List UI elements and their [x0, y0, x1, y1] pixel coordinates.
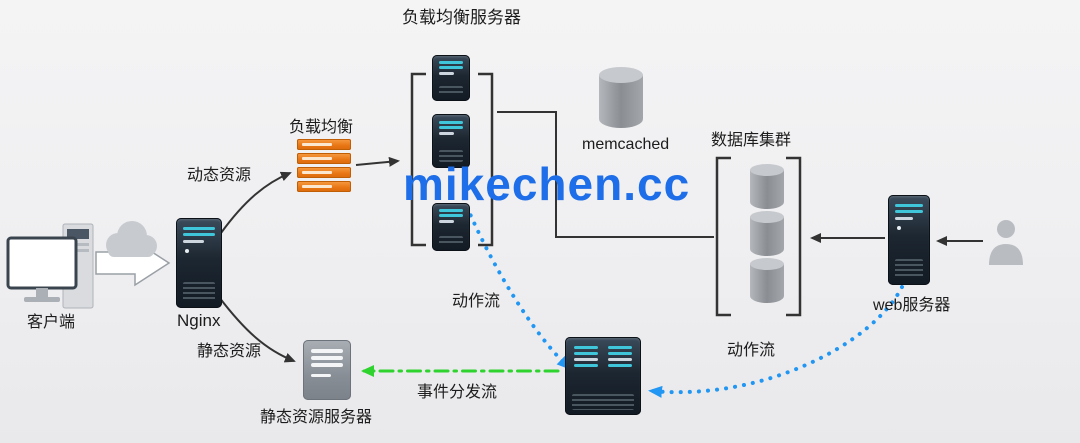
- nginx-server-icon: [176, 218, 222, 308]
- group-to-db-connector: [497, 111, 714, 238]
- lb-group-title: 负载均衡服务器: [402, 8, 521, 27]
- db-cylinder-icon-3: [748, 257, 786, 310]
- web-server-label: web服务器: [873, 297, 951, 314]
- event-dispatch-label: 事件分发流: [417, 384, 498, 401]
- load-balancer-label: 负载均衡: [289, 119, 354, 136]
- action-flow-left-label: 动作流: [452, 293, 501, 310]
- event-server-icon: [565, 337, 641, 415]
- nginx-to-static-arrow: [218, 296, 296, 363]
- lb-server-icon-3: [432, 203, 470, 251]
- lb-to-group-arrow: [355, 156, 400, 167]
- nginx-label: Nginx: [177, 311, 221, 330]
- db-cluster-bracket-right: [786, 156, 802, 317]
- user-icon: [986, 219, 1026, 272]
- dynamic-resources-label: 动态资源: [187, 167, 252, 184]
- lb-group-bracket-left: [410, 72, 426, 247]
- static-resources-label: 静态资源: [197, 343, 262, 360]
- db-cluster-bracket-left: [715, 156, 731, 317]
- lb-server-icon-2: [432, 114, 470, 168]
- action-flow-left-line: [465, 205, 571, 370]
- nginx-to-lb-arrow: [220, 171, 292, 234]
- db-cluster-label: 数据库集群: [711, 132, 792, 149]
- web-server-icon: [888, 195, 930, 285]
- event-server-panel-right: [606, 344, 634, 390]
- db-cylinder-icon-2: [748, 210, 786, 263]
- watermark-text: mikechen.cc: [403, 158, 691, 210]
- memcached-db-icon: [597, 66, 645, 135]
- event-server-panel-left: [572, 344, 600, 390]
- static-server-label: 静态资源服务器: [260, 409, 373, 426]
- memcached-label: memcached: [582, 136, 670, 153]
- action-flow-right-label: 动作流: [727, 342, 776, 359]
- client-label: 客户端: [27, 314, 76, 331]
- action-flow-right-line: [648, 285, 904, 398]
- client-computer-icon: [6, 222, 102, 321]
- load-balancer-icon: [297, 139, 351, 192]
- db-cylinder-icon-1: [748, 163, 786, 216]
- static-server-icon: [303, 340, 351, 400]
- cloud-icon: [100, 219, 160, 268]
- lb-group-bracket-right: [478, 72, 494, 247]
- lb-server-icon-1: [432, 55, 470, 101]
